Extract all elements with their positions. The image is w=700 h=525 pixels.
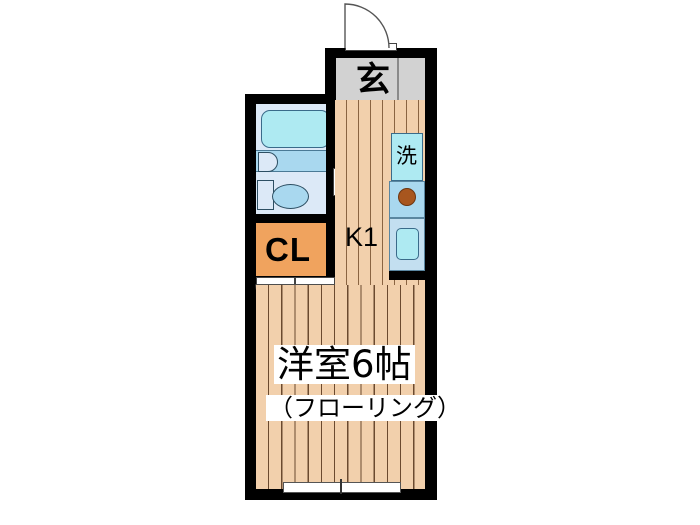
entrance-door-swing-arc <box>344 3 390 49</box>
wall-genkan-left <box>325 48 336 100</box>
closet-area <box>256 223 335 276</box>
main-room-label: 洋室6帖 <box>274 345 415 384</box>
closet-label: CL <box>265 231 311 268</box>
wall-left-room <box>245 290 256 500</box>
closet-door-leaf-left <box>256 277 295 285</box>
stove-burner-icon <box>398 188 416 206</box>
kitchen-label: K1 <box>345 222 379 252</box>
washing-machine-pan <box>391 133 423 181</box>
wall-right-outer <box>425 48 437 500</box>
sliding-window <box>283 482 401 493</box>
closet-door-leaf-right <box>295 277 335 285</box>
kitchen-sink-basin <box>396 228 419 260</box>
bathtub <box>261 110 330 148</box>
wall-top-bath <box>245 94 335 104</box>
entrance-floor <box>336 58 427 100</box>
wall-bottom-outer <box>245 489 437 500</box>
vanity-sink <box>258 152 278 172</box>
entrance-label: 玄 <box>356 60 390 100</box>
wall-left-upper <box>245 94 256 290</box>
wall-closet-right <box>326 223 335 285</box>
entrance-divider <box>397 58 399 100</box>
wall-bath-bottom <box>245 214 335 223</box>
wall-kitchen-counter-stub <box>389 271 425 280</box>
main-room-sublabel: （フローリング） <box>266 395 464 421</box>
washer-label: 洗 <box>396 144 417 168</box>
kitchen-floor <box>335 100 425 290</box>
sliding-window-mullion <box>340 479 342 494</box>
main-room-floor <box>256 285 425 489</box>
toilet-bowl <box>272 184 309 209</box>
wall-bath-right <box>326 94 335 223</box>
